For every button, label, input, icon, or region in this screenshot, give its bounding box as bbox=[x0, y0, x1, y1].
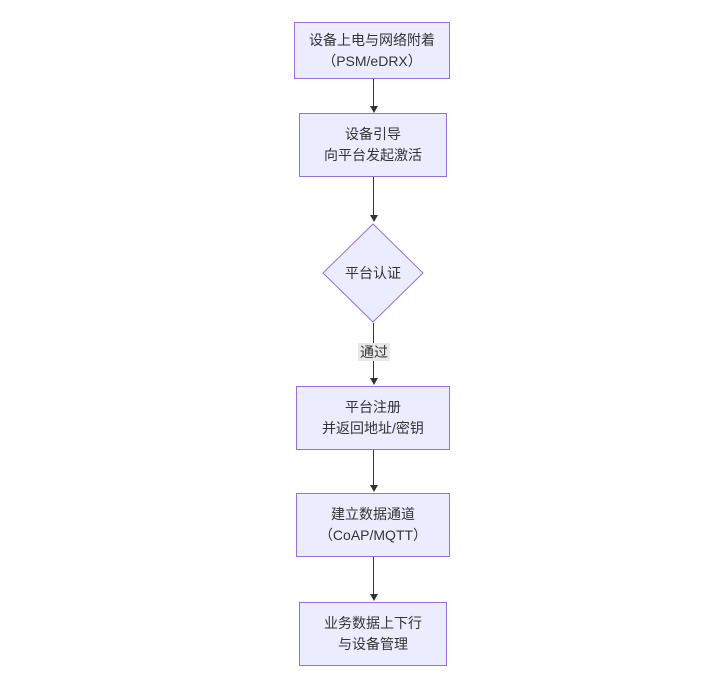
decision-platform-auth: 平台认证 bbox=[322, 223, 424, 323]
node-text-line: 与设备管理 bbox=[338, 636, 408, 652]
node-data-channel: 建立数据通道 （CoAP/MQTT） bbox=[296, 493, 450, 557]
arrow-head-icon bbox=[369, 106, 378, 113]
arrow-head-icon bbox=[369, 215, 378, 222]
node-text-line: （CoAP/MQTT） bbox=[318, 527, 428, 543]
arrow-shaft bbox=[373, 177, 374, 215]
node-text-line: 设备上电与网络附着 bbox=[309, 31, 435, 48]
node-text-line: 平台认证 bbox=[345, 265, 401, 281]
node-text-line: 设备引导 bbox=[345, 126, 401, 142]
node-business-data: 业务数据上下行 与设备管理 bbox=[299, 602, 447, 666]
diamond-shape bbox=[322, 223, 424, 323]
arrow-shaft bbox=[373, 557, 374, 594]
flow-arrow bbox=[369, 450, 378, 492]
node-platform-register: 平台注册 并返回地址/密钥 bbox=[296, 386, 450, 450]
arrow-head-icon bbox=[369, 378, 378, 385]
flow-arrow bbox=[369, 557, 378, 601]
node-text-line: 并返回地址/密钥 bbox=[322, 420, 424, 436]
node-text-line: 建立数据通道 bbox=[331, 506, 415, 522]
node-text-line: 业务数据上下行 bbox=[324, 615, 422, 631]
arrow-head-icon bbox=[369, 485, 378, 492]
node-text-line: 平台注册 bbox=[345, 399, 401, 415]
arrow-shaft bbox=[373, 79, 374, 106]
node-device-bootstrap: 设备引导 向平台发起激活 bbox=[299, 113, 447, 177]
node-text-line: 向平台发起激活 bbox=[324, 147, 422, 163]
node-text-line: （PSM/eDRX） bbox=[322, 52, 422, 69]
arrow-head-icon bbox=[369, 594, 378, 601]
flow-arrow bbox=[369, 79, 378, 113]
node-power-network-attach: 设备上电与网络附着 （PSM/eDRX） bbox=[294, 22, 450, 79]
edge-label-pass: 通过 bbox=[358, 343, 390, 361]
flow-arrow bbox=[369, 177, 378, 222]
arrow-shaft bbox=[373, 450, 374, 485]
